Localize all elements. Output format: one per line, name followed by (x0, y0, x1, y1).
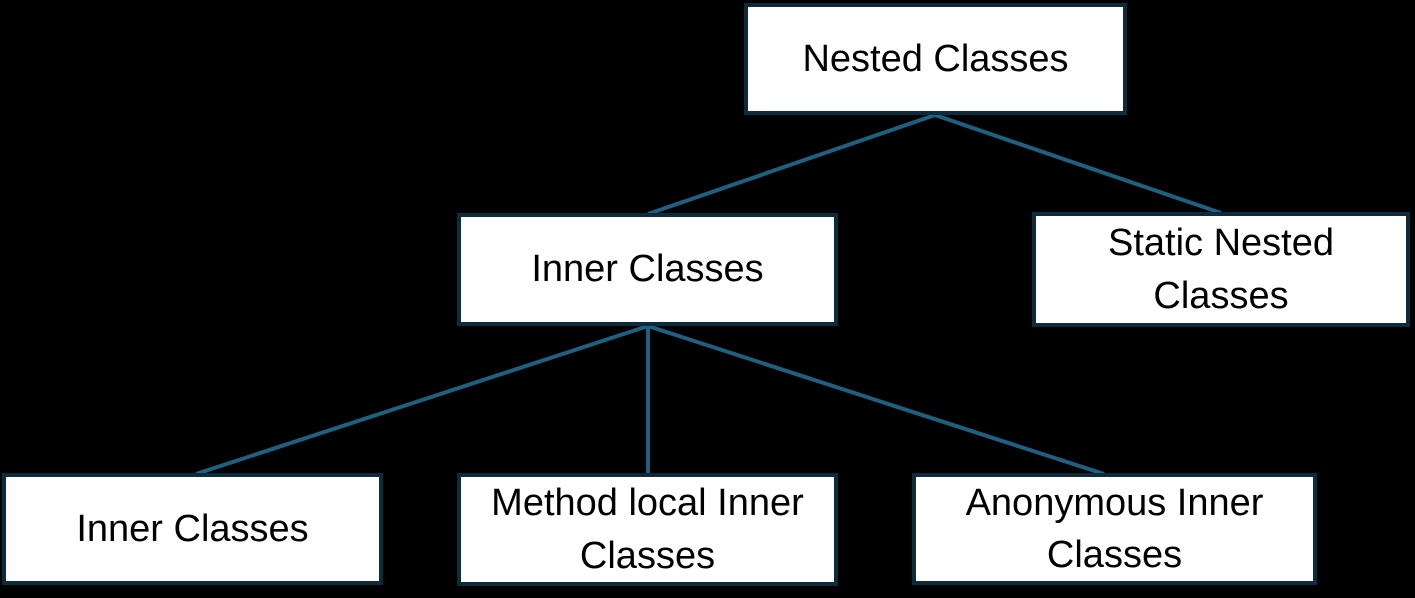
node-anonymous-inner-classes-label: Anonymous Inner Classes (965, 481, 1264, 576)
node-inner-classes-leaf: Inner Classes (2, 473, 383, 585)
edge-inner-to-inner-leaf (195, 324, 649, 476)
node-method-local-inner-classes-label: Method local Inner Classes (491, 482, 804, 577)
node-static-nested-classes: Static Nested Classes (1032, 212, 1410, 327)
node-anonymous-inner-classes: Anonymous Inner Classes (912, 473, 1317, 585)
edge-inner-to-anonymous (647, 324, 1105, 476)
node-method-local-inner-classes: Method local Inner Classes (457, 473, 838, 586)
edge-nested-to-inner (647, 113, 936, 216)
edge-nested-to-static (934, 113, 1222, 215)
node-inner-classes-label: Inner Classes (531, 248, 764, 291)
node-inner-classes: Inner Classes (457, 213, 838, 326)
node-nested-classes-label: Nested Classes (802, 37, 1069, 80)
node-nested-classes: Nested Classes (744, 3, 1127, 115)
node-static-nested-classes-label: Static Nested Classes (1108, 222, 1334, 317)
node-inner-classes-leaf-label: Inner Classes (76, 507, 309, 550)
